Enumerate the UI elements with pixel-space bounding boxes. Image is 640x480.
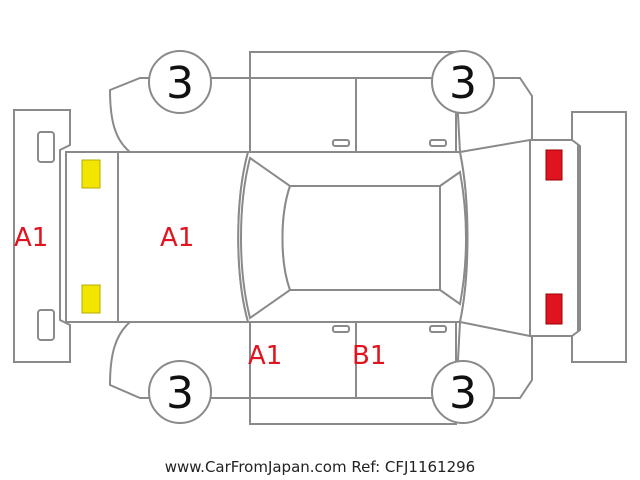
watermark-caption: www.CarFromJapan.com Ref: CFJ1161296	[165, 458, 475, 476]
damage-hood: A1	[160, 223, 194, 253]
tyre-rear-right-label: 3	[449, 368, 477, 419]
damage-front-door: A1	[248, 341, 282, 371]
tyre-front-left-label: 3	[166, 58, 194, 109]
tyre-front-left: 3	[148, 50, 212, 114]
front-lamp-top	[81, 159, 101, 189]
grille	[65, 151, 119, 323]
trunk-lid	[458, 138, 531, 338]
front-lamp-bottom	[81, 284, 101, 314]
lower-doors	[249, 321, 457, 425]
tyre-rear-left-label: 3	[449, 58, 477, 109]
tyre-rear-right: 3	[431, 360, 495, 424]
damage-front-bumper: A1	[14, 223, 48, 253]
damage-rear-door: B1	[352, 341, 386, 371]
front-bumper	[13, 109, 71, 363]
upper-doors	[249, 51, 457, 153]
rear-lamp-bottom	[545, 293, 563, 325]
rear-lamp-top	[545, 149, 563, 181]
cabin	[237, 151, 469, 323]
tyre-rear-left: 3	[431, 50, 495, 114]
rear-bumper	[571, 111, 627, 363]
rear-panel	[529, 139, 579, 337]
tyre-front-right: 3	[148, 360, 212, 424]
tyre-front-right-label: 3	[166, 368, 194, 419]
